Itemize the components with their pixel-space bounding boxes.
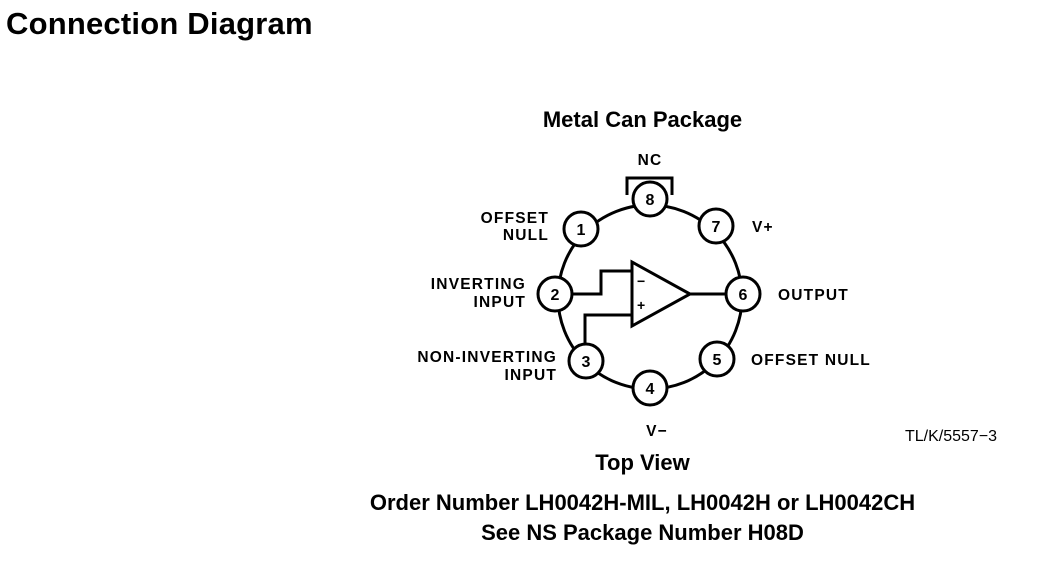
pins: 1 2 3 4 5 6 7 8 bbox=[536, 180, 762, 407]
pin-1-number: 1 bbox=[577, 222, 586, 239]
page-heading: Connection Diagram bbox=[6, 6, 313, 41]
pin-6-number: 6 bbox=[739, 287, 748, 304]
op-amp-plus-sign: + bbox=[637, 297, 645, 313]
pin-7-number: 7 bbox=[712, 219, 721, 236]
pin-1: 1 bbox=[562, 210, 600, 248]
package-title: Metal Can Package bbox=[542, 107, 743, 132]
package-number-line: See NS Package Number H08D bbox=[481, 520, 804, 545]
pin-7-label: V+ bbox=[752, 219, 774, 236]
op-amp-triangle bbox=[630, 259, 694, 329]
pin-4-circle bbox=[631, 369, 669, 407]
view-label: Top View bbox=[595, 450, 690, 475]
pin-7-circle bbox=[697, 207, 735, 245]
pin-3-number: 3 bbox=[582, 354, 591, 371]
pin-5-label: OFFSET NULL bbox=[751, 352, 871, 369]
pin-5: 5 bbox=[698, 340, 736, 378]
pin-6-label: OUTPUT bbox=[778, 287, 849, 304]
pin-4-label: V− bbox=[646, 423, 668, 440]
pin-8: 8 bbox=[631, 180, 669, 218]
pin-4: 4 bbox=[631, 369, 669, 407]
op-amp: − + bbox=[630, 259, 694, 329]
pin-2: 2 bbox=[536, 275, 574, 313]
pin-1-label-line-2: NULL bbox=[503, 227, 549, 244]
op-amp-minus-sign: − bbox=[637, 273, 645, 289]
internal-wiring bbox=[572, 269, 726, 346]
pin-2-circle bbox=[536, 275, 574, 313]
pin-labels: OFFSET NULL INVERTING INPUT NON-INVERTIN… bbox=[417, 152, 871, 440]
order-number-line: Order Number LH0042H-MIL, LH0042H or LH0… bbox=[369, 490, 916, 515]
pin-4-number: 4 bbox=[646, 381, 655, 398]
pin-8-label: NC bbox=[638, 152, 663, 169]
pin-1-label-line-1: OFFSET bbox=[481, 210, 549, 227]
pin-3-label-line-2: INPUT bbox=[505, 367, 558, 384]
pin-8-circle bbox=[631, 180, 669, 218]
pin-3: 3 bbox=[567, 342, 605, 380]
pin-5-number: 5 bbox=[713, 352, 722, 369]
package-tab bbox=[625, 176, 674, 195]
pin-2-label-line-1: INVERTING bbox=[431, 276, 526, 293]
pin-2-label-line-2: INPUT bbox=[474, 294, 527, 311]
pin-6: 6 bbox=[724, 275, 762, 313]
pin-1-circle bbox=[562, 210, 600, 248]
wire-inverting bbox=[572, 269, 632, 296]
pin-6-circle bbox=[724, 275, 762, 313]
pin-7: 7 bbox=[697, 207, 735, 245]
figure-reference-code: TL/K/5557−3 bbox=[905, 428, 998, 445]
pin-2-number: 2 bbox=[551, 287, 560, 304]
wire-non-inverting bbox=[583, 313, 632, 346]
pin-3-label-line-1: NON-INVERTING bbox=[417, 349, 557, 366]
pin-5-circle bbox=[698, 340, 736, 378]
pin-8-number: 8 bbox=[646, 192, 655, 209]
pin-3-circle bbox=[567, 342, 605, 380]
